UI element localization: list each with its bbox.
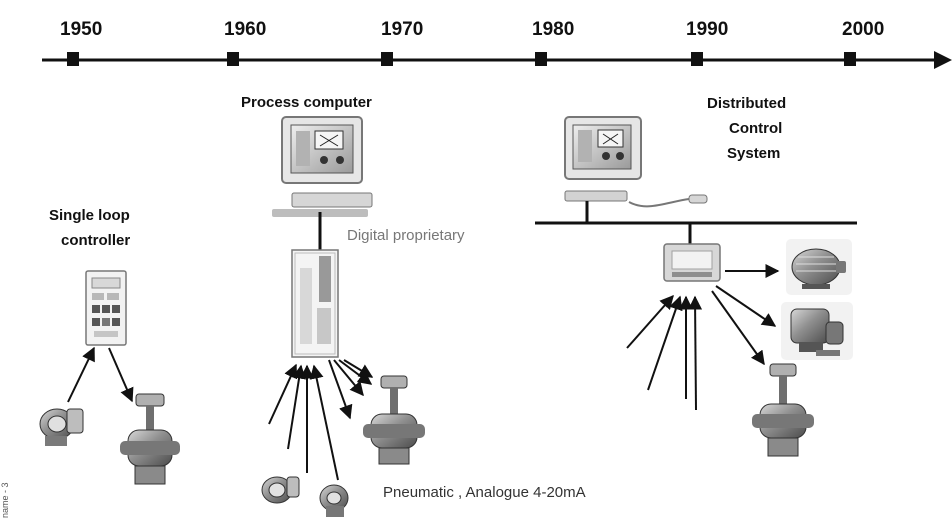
year-label-1950: 1950 — [60, 19, 102, 40]
dcs-motor-icon — [786, 239, 852, 295]
year-marker-2000 — [844, 52, 856, 66]
year-marker-1950 — [67, 52, 79, 66]
single-loop-controller-icon — [85, 270, 127, 346]
year-label-1960: 1960 — [224, 19, 266, 40]
dcs-computer-icon — [564, 116, 708, 208]
single-loop-input-arrow — [67, 346, 95, 403]
dcs-label-line1: Distributed — [707, 95, 786, 112]
process-input-arrow-1 — [268, 363, 298, 425]
process-valve-icon — [363, 375, 425, 465]
single-loop-valve-icon — [120, 393, 180, 485]
process-computer-icon — [272, 116, 373, 217]
year-label-1970: 1970 — [381, 19, 423, 40]
year-label-1990: 1990 — [686, 19, 728, 40]
digital-proprietary-label: Digital proprietary — [347, 227, 465, 244]
process-transmitter-2-icon — [319, 484, 349, 517]
process-input-arrow-2 — [287, 364, 306, 450]
control-cabinet-icon — [291, 249, 339, 358]
dcs-valve-icon — [752, 363, 814, 457]
process-output-arrow-2 — [333, 359, 364, 397]
single-loop-transmitter-icon — [39, 408, 84, 446]
year-marker-1980 — [535, 52, 547, 66]
dcs-io-module-icon — [663, 243, 721, 282]
dcs-input-arrow-4 — [688, 295, 703, 411]
process-transmitter-1-icon — [261, 476, 300, 504]
timeline: 1950 1960 1970 1980 1990 2000 — [42, 19, 952, 69]
dcs-input-arrow-1 — [626, 294, 674, 349]
labels: Single loop controller Process computer … — [0, 94, 786, 518]
connection-lines — [67, 264, 780, 481]
signals-label: Pneumatic , Analogue 4-20mA — [383, 484, 586, 501]
process-input-arrow-4 — [309, 364, 339, 481]
single-loop-output-arrow — [108, 347, 134, 403]
dcs-output-arrow-actuator — [715, 285, 777, 327]
single-loop-label-line2: controller — [61, 232, 130, 249]
side-page-label: name - 3 — [0, 482, 10, 518]
process-output-arrow-1 — [328, 359, 353, 420]
dcs-actuator-icon — [781, 302, 853, 360]
dcs-input-arrow-2 — [647, 295, 683, 391]
process-computer-label: Process computer — [241, 94, 372, 111]
dcs-label-line3: System — [727, 145, 780, 162]
process-output-arrow-4 — [343, 359, 374, 378]
year-marker-1960 — [227, 52, 239, 66]
dcs-label-line2: Control — [729, 120, 782, 137]
timeline-arrowhead — [934, 51, 952, 69]
process-output-arrow-3 — [338, 359, 373, 385]
year-marker-1990 — [691, 52, 703, 66]
year-label-2000: 2000 — [842, 19, 884, 40]
dcs-output-arrow-valve — [711, 290, 765, 366]
year-label-1980: 1980 — [532, 19, 574, 40]
year-marker-1970 — [381, 52, 393, 66]
single-loop-label-line1: Single loop — [49, 207, 130, 224]
